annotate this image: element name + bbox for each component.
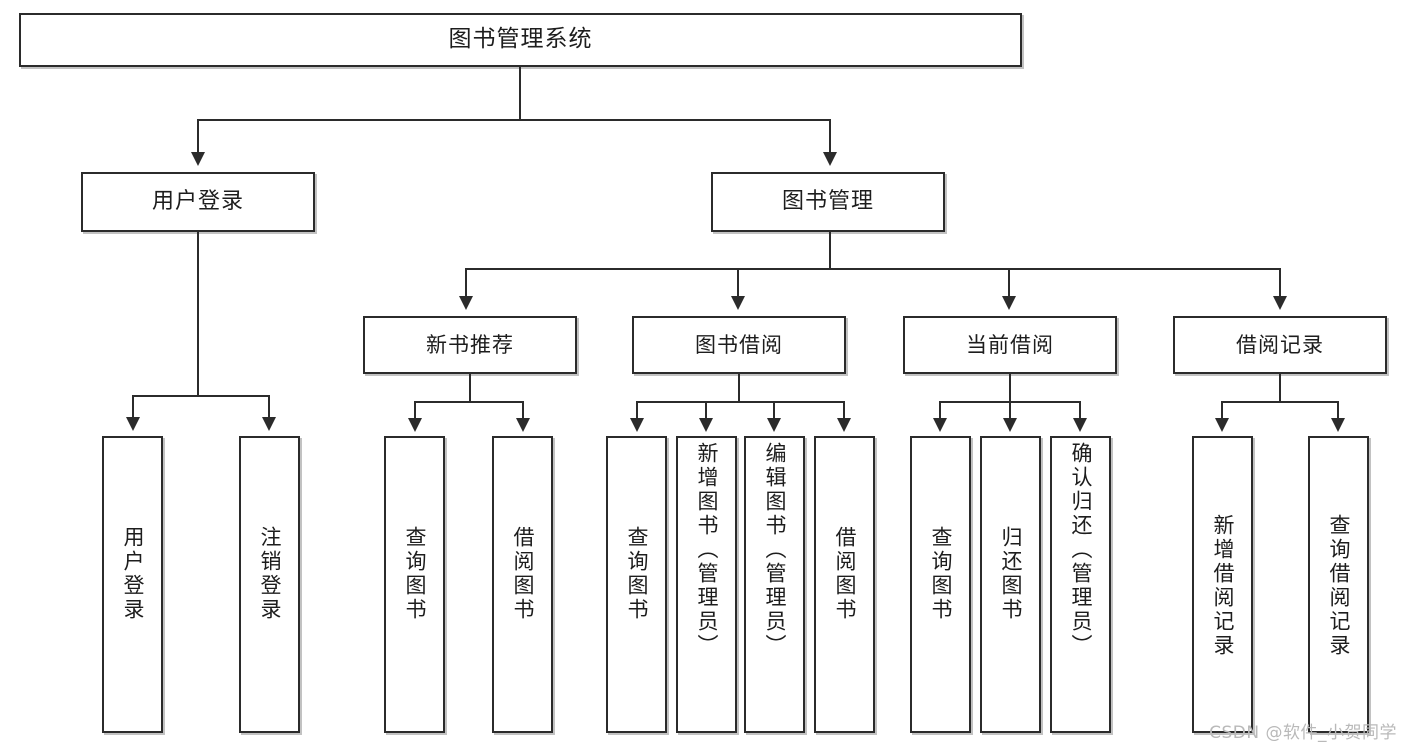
arrow-bb-to-leaf-4 [837,418,851,432]
leaf-borrow-record-2[interactable]: 查询借阅记录 [1308,436,1369,733]
connector-br-to-leaf-1 [1221,401,1223,422]
leaf-new-book-2[interactable]: 借阅图书 [492,436,553,733]
node-label: 查询图书 [929,526,953,622]
arrow-user-login-to-leaf-1 [126,417,140,431]
node-borrow-record[interactable]: 借阅记录 [1173,316,1387,374]
node-user-login[interactable]: 用户登录 [81,172,315,232]
node-label: 新增借阅记录 [1211,514,1235,658]
leaf-current-borrow-3[interactable]: 确认归还（管理员） [1050,436,1111,733]
connector-nb-to-leaf-2 [522,401,524,422]
node-label: 图书管理系统 [448,26,593,53]
node-label: 新书推荐 [426,332,514,357]
connector-user-login-bus [133,395,269,397]
node-label: 图书借阅 [695,332,783,357]
connector-new-book-stem [469,374,471,402]
connector-cb-to-leaf-1 [939,401,941,422]
connector-cb-to-leaf-3 [1079,401,1081,422]
arrow-cb-to-leaf-1 [933,418,947,432]
arrow-cb-to-leaf-2 [1003,418,1017,432]
connector-bb-to-leaf-2 [705,401,707,422]
connector-bm-to-borrow-record [1279,268,1281,300]
connector-borrow-record-bus [1222,401,1338,403]
node-label: 注销登录 [258,526,282,622]
leaf-user-login-2[interactable]: 注销登录 [239,436,300,733]
node-label: 图书管理 [781,189,874,215]
node-root-book-management-system[interactable]: 图书管理系统 [19,13,1022,67]
arrow-bb-to-leaf-2 [699,418,713,432]
node-label: 用户登录 [121,526,145,622]
connector-user-login-to-leaf-1 [132,395,134,421]
node-book-borrow[interactable]: 图书借阅 [632,316,846,374]
connector-root-to-user-login [197,119,199,157]
arrow-root-to-book-management [823,152,837,166]
connector-book-management-bus [466,268,1280,270]
node-label: 查询借阅记录 [1327,514,1351,658]
node-current-borrow[interactable]: 当前借阅 [903,316,1117,374]
connector-root-to-book-management [829,119,831,157]
connector-borrow-record-stem [1279,374,1281,402]
node-label: 借阅记录 [1236,332,1324,357]
connector-cb-to-leaf-2 [1009,401,1011,422]
node-label: 当前借阅 [966,332,1054,357]
arrow-br-to-leaf-1 [1215,418,1229,432]
arrow-bb-to-leaf-3 [767,418,781,432]
connector-bm-to-new-book [465,268,467,300]
node-label: 借阅图书 [833,526,857,622]
node-label: 确认归还（管理员） [1069,442,1093,658]
arrow-root-to-user-login [191,152,205,166]
connector-new-book-bus [415,401,523,403]
node-book-management[interactable]: 图书管理 [711,172,945,232]
node-label: 用户登录 [151,189,244,215]
leaf-book-borrow-3[interactable]: 编辑图书（管理员） [744,436,805,733]
connector-bb-to-leaf-4 [843,401,845,422]
connector-bm-to-book-borrow [737,268,739,300]
arrow-br-to-leaf-2 [1331,418,1345,432]
connector-book-management-stem [829,232,831,269]
node-label: 新增图书（管理员） [695,442,719,658]
arrow-bm-to-book-borrow [731,296,745,310]
leaf-current-borrow-1[interactable]: 查询图书 [910,436,971,733]
arrow-bm-to-new-book [459,296,473,310]
leaf-user-login-1[interactable]: 用户登录 [102,436,163,733]
connector-bb-to-leaf-1 [636,401,638,422]
connector-book-borrow-stem [738,374,740,402]
connector-br-to-leaf-2 [1337,401,1339,422]
connector-bb-to-leaf-3 [773,401,775,422]
connector-root-stem [519,67,521,120]
leaf-new-book-1[interactable]: 查询图书 [384,436,445,733]
arrow-nb-to-leaf-1 [408,418,422,432]
node-new-book-recommend[interactable]: 新书推荐 [363,316,577,374]
arrow-bb-to-leaf-1 [630,418,644,432]
leaf-book-borrow-1[interactable]: 查询图书 [606,436,667,733]
arrow-bm-to-borrow-record [1273,296,1287,310]
connector-current-borrow-stem [1009,374,1011,402]
connector-user-login-to-leaf-2 [268,395,270,421]
leaf-current-borrow-2[interactable]: 归还图书 [980,436,1041,733]
node-label: 查询图书 [403,526,427,622]
arrow-user-login-to-leaf-2 [262,417,276,431]
connector-bm-to-current-borrow [1008,268,1010,300]
arrow-cb-to-leaf-3 [1073,418,1087,432]
leaf-borrow-record-1[interactable]: 新增借阅记录 [1192,436,1253,733]
node-label: 归还图书 [999,526,1023,622]
leaf-book-borrow-4[interactable]: 借阅图书 [814,436,875,733]
arrow-bm-to-current-borrow [1002,296,1016,310]
connector-book-borrow-bus [637,401,845,403]
arrow-nb-to-leaf-2 [516,418,530,432]
leaf-book-borrow-2[interactable]: 新增图书（管理员） [676,436,737,733]
node-label: 查询图书 [625,526,649,622]
node-label: 借阅图书 [511,526,535,622]
node-label: 编辑图书（管理员） [763,442,787,658]
connector-user-login-stem [197,232,199,396]
connector-nb-to-leaf-1 [414,401,416,422]
connector-root-bus [198,119,831,121]
